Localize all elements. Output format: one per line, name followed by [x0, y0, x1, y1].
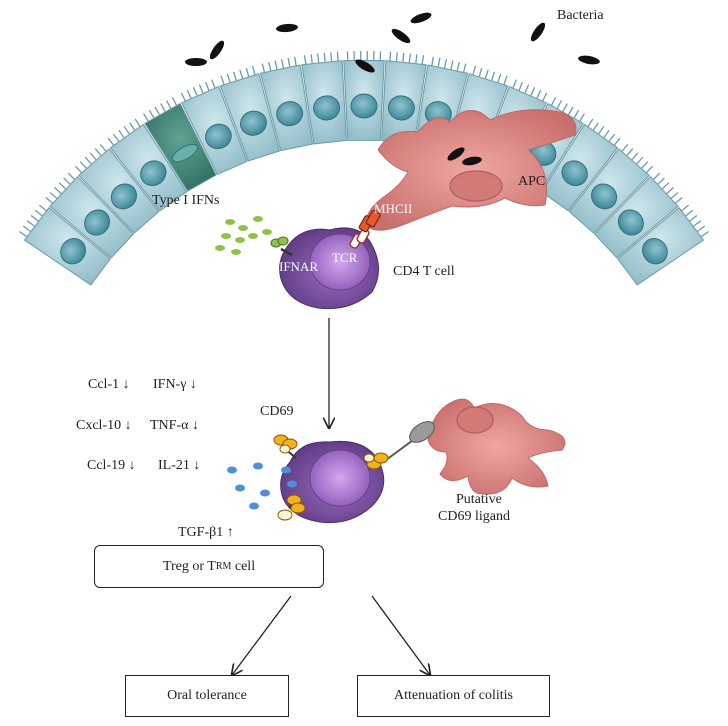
epithelial-cell	[540, 118, 621, 212]
oral-tolerance-box: Oral tolerance	[125, 675, 289, 717]
ifn-dot	[253, 216, 263, 222]
epithelial-cell	[260, 56, 314, 152]
cytokine-dot	[260, 489, 270, 497]
putative-cd69-ligand-cell	[427, 398, 566, 495]
bacterium	[185, 58, 207, 66]
cd69-t-cell	[280, 440, 385, 524]
ifn-dot	[221, 233, 231, 239]
ifnar-receptor	[270, 236, 293, 257]
cytokine-dot	[249, 502, 259, 510]
bacterium	[276, 23, 298, 33]
ifn-dot	[235, 237, 245, 243]
cytokine-dot	[235, 484, 245, 492]
cd69-label: CD69	[260, 404, 294, 419]
bacterium	[578, 55, 600, 65]
ifn-dot	[248, 233, 258, 239]
epithelial-cell	[180, 79, 248, 175]
treg-subscript: RM	[215, 561, 232, 572]
bacterium	[530, 22, 546, 42]
type-i-ifns-label: Type I IFNs	[152, 193, 220, 208]
cytokine-dot	[253, 462, 263, 470]
ifn-dot	[231, 249, 241, 255]
cd69-ligand-binding	[363, 421, 435, 470]
cytokine-cxcl10: Cxcl-10 ↓	[76, 418, 132, 433]
putative-label-1: Putative	[456, 492, 502, 507]
cytokine-dot	[281, 466, 291, 474]
epithelial-cell	[301, 51, 347, 145]
bacteria-group	[185, 12, 600, 73]
ifn-dot	[238, 225, 248, 231]
apc-label: APC	[518, 174, 546, 189]
ifn-dot	[225, 219, 235, 225]
bacterium	[410, 12, 432, 24]
bacterium	[209, 40, 225, 60]
arrow-to-oral-tolerance	[232, 595, 292, 675]
epithelial-cell	[74, 143, 160, 234]
arrow-to-colitis	[371, 595, 430, 675]
apc-top	[366, 109, 577, 231]
bacterium-in-apc	[447, 147, 465, 161]
epithelial-cell	[107, 118, 188, 212]
cd69-receptor-top	[273, 434, 298, 459]
secreted-cytokine-dots	[227, 462, 297, 510]
epithelial-cell	[594, 172, 683, 259]
epithelial-cell	[343, 51, 385, 141]
bacterium-in-apc	[462, 156, 482, 166]
bacterium	[391, 28, 411, 44]
infected-epithelial-cell	[143, 97, 217, 192]
type-i-ifn-dots	[215, 216, 272, 255]
epithelial-cell	[19, 204, 111, 286]
epithelial-cell	[219, 65, 280, 162]
ifn-dot	[262, 229, 272, 235]
epithelial-cell	[617, 204, 709, 286]
tgf-beta-label: TGF-β1 ↑	[178, 525, 234, 540]
epithelial-cell	[568, 143, 654, 234]
cytokine-il21: IL-21 ↓	[158, 458, 201, 473]
cytokine-tnfa: TNF-α ↓	[150, 418, 199, 433]
bacteria-label: Bacteria	[557, 8, 604, 23]
cytokine-ifng: IFN-γ ↓	[153, 377, 197, 392]
ifn-dot	[215, 245, 225, 251]
intestinal-epithelium	[19, 51, 709, 286]
putative-label-2: CD69 ligand	[438, 509, 510, 524]
tcr-mhcii-complex	[349, 210, 381, 249]
cd4-t-cell-label: CD4 T cell	[393, 264, 455, 279]
ifnar-label: IFNAR	[279, 259, 319, 274]
cytokine-dot	[287, 480, 297, 488]
mhcii-label: MHCII	[374, 201, 413, 216]
epithelial-cell	[45, 172, 134, 259]
cytokine-ccl19: Ccl-19 ↓	[87, 458, 136, 473]
cytokine-dot	[227, 466, 237, 474]
attenuation-of-colitis-box: Attenuation of colitis	[357, 675, 550, 717]
epithelial-cell	[381, 51, 427, 145]
cytokine-ccl1: Ccl-1 ↓	[88, 377, 130, 392]
treg-prefix: Treg or T	[162, 558, 216, 574]
cd69-receptor-bottom	[277, 494, 306, 521]
bacterium	[355, 59, 375, 73]
treg-suffix: cell	[231, 558, 256, 574]
tcr-label: TCR	[332, 250, 358, 265]
